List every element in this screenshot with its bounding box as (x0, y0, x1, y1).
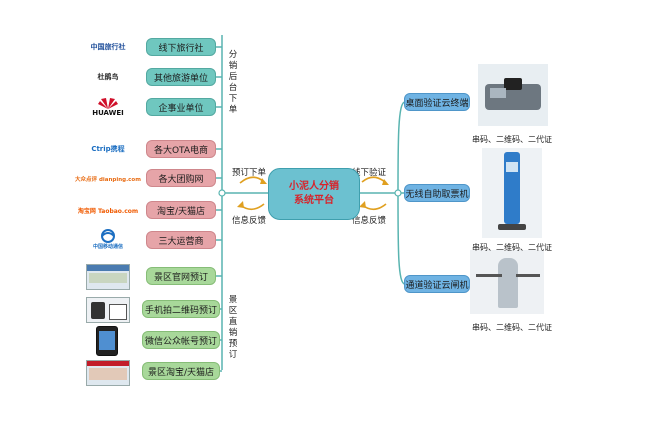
cts-logo-icon: 中国旅行社 (90, 43, 126, 51)
right-node-desktop-terminal: 桌面验证云终端 (404, 93, 470, 111)
left-node-wechat-booking: 微信公众帐号预订 (142, 331, 220, 349)
label-feedback-left: 信息反馈 (232, 216, 267, 226)
label-offline-verify: 线下验证 (352, 168, 387, 178)
ticket-machine-image (482, 148, 542, 238)
dianping-logo-icon: 大众点评 dianping.com (75, 177, 141, 183)
ctrip-logo-icon: Ctrip携程 (91, 145, 125, 153)
china-mobile-logo-icon: 中国移动通信 (84, 226, 132, 252)
left-node-other-tourism: 其他旅游单位 (146, 68, 216, 86)
scenic-website-thumbnail (86, 264, 130, 290)
right-node-ticket-machine: 无线自助取票机 (404, 184, 470, 202)
label-feedback-right: 信息反馈 (352, 216, 387, 226)
turnstile-image (470, 250, 544, 314)
tmall-shop-thumbnail (86, 360, 130, 386)
left-node-scenic-shop: 景区淘宝/天猫店 (142, 362, 220, 380)
taobao-logo-icon: 淘宝网 Taobao.com (77, 207, 139, 215)
dujuan-logo-icon: 杜鹃鸟 (97, 73, 119, 81)
desktop-terminal-image (478, 64, 548, 126)
left-node-enterprise: 企事业单位 (146, 98, 216, 116)
left-node-groupbuy: 各大团购网 (146, 169, 216, 187)
caption-ticket-machine: 串码、二维码、二代证 (472, 243, 552, 252)
right-node-turnstile: 通道验证云闸机 (404, 275, 470, 293)
phone-qr-thumbnail (86, 297, 130, 323)
left-node-taobao-tmall: 淘宝/天猫店 (146, 201, 216, 219)
center-platform-node: 小泥人分销 系统平台 (268, 168, 360, 220)
wechat-phone-thumbnail (96, 326, 118, 356)
caption-turnstile: 串码、二维码、二代证 (472, 323, 552, 332)
label-distribution-backend: 分 销 后 台 下 单 (228, 50, 238, 115)
left-node-ota: 各大OTA电商 (146, 140, 216, 158)
left-node-official-site: 景区官网预订 (146, 267, 216, 285)
left-node-carriers: 三大运营商 (146, 231, 216, 249)
left-node-qr-booking: 手机拍二维码预订 (142, 300, 220, 318)
label-scenic-direct: 景 区 直 销 预 订 (228, 295, 238, 360)
caption-desktop-terminal: 串码、二维码、二代证 (472, 135, 552, 144)
label-order: 预订下单 (232, 168, 267, 178)
left-node-travel-agency: 线下旅行社 (146, 38, 216, 56)
huawei-logo-icon: HUAWEI (84, 94, 132, 120)
